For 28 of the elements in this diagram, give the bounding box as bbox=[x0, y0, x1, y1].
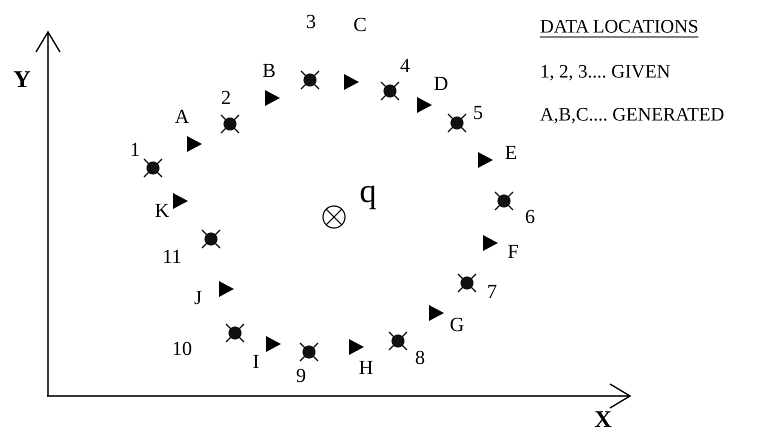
point-label: 4 bbox=[400, 56, 410, 76]
legend-heading: DATA LOCATIONS bbox=[540, 18, 698, 36]
point-label: F bbox=[507, 242, 519, 262]
point-label: D bbox=[434, 74, 448, 94]
axis-label: X bbox=[594, 408, 612, 432]
point-label: q bbox=[360, 175, 376, 209]
point-label: A bbox=[174, 107, 190, 127]
point-label: G bbox=[450, 315, 464, 335]
point-label: 7 bbox=[487, 282, 497, 302]
point-label: 11 bbox=[162, 247, 182, 267]
point-label: 5 bbox=[473, 103, 483, 123]
axis-label: Y bbox=[13, 68, 31, 92]
point-label: B bbox=[262, 61, 276, 81]
point-label: H bbox=[358, 358, 374, 378]
point-label: I bbox=[252, 352, 260, 372]
point-label: 2 bbox=[221, 88, 231, 108]
legend-entry: 1, 2, 3.... GIVEN bbox=[540, 62, 670, 82]
point-label: 10 bbox=[172, 339, 192, 359]
point-label: 1 bbox=[130, 140, 140, 160]
point-label: 6 bbox=[525, 207, 535, 227]
point-label: 9 bbox=[296, 366, 306, 386]
legend-entry: A,B,C.... GENERATED bbox=[540, 106, 724, 124]
point-label: K bbox=[154, 201, 170, 221]
point-label: 3 bbox=[306, 12, 316, 32]
point-label: J bbox=[194, 288, 202, 308]
point-label: C bbox=[353, 15, 367, 35]
point-label: 8 bbox=[415, 348, 425, 368]
point-label: E bbox=[504, 143, 518, 163]
